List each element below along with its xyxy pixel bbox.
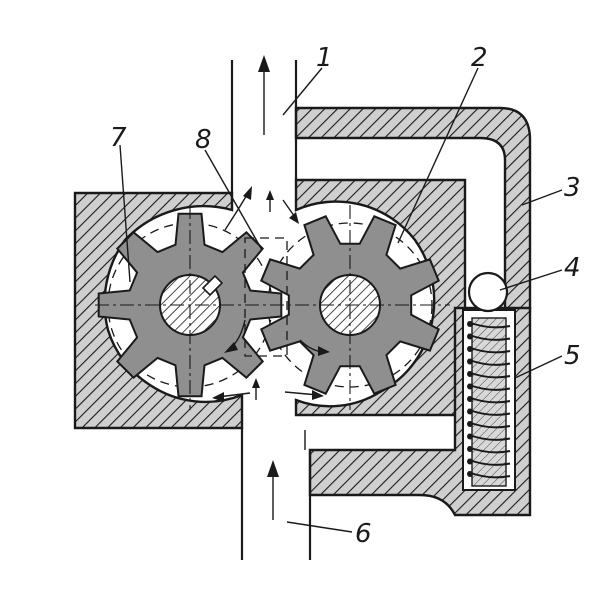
spring-coil-end [467, 446, 473, 452]
spring-coil-end [467, 333, 473, 340]
spring-coil-end [467, 383, 473, 390]
label-7: 7 [110, 123, 127, 153]
spring-coil-end [467, 358, 473, 365]
mesh-zone-8 [244, 237, 288, 357]
spring-coil-end [467, 346, 473, 352]
label-5: 5 [564, 341, 581, 371]
spring-coil-end [467, 408, 473, 415]
housing-right [294, 178, 467, 417]
label-3: 3 [564, 173, 581, 203]
spring-coil-end [467, 371, 473, 377]
spring-coil-end [467, 458, 473, 465]
shaft-key [201, 274, 224, 297]
spring-coil-end [467, 396, 473, 402]
label-2: 2 [471, 43, 488, 73]
housing-left [73, 191, 244, 430]
leader-lines [119, 67, 563, 533]
label-1: 1 [316, 43, 333, 73]
spring-coil-end [467, 433, 473, 440]
spring-coil-end [467, 471, 473, 477]
flow-arrows [212, 55, 330, 520]
spring-5 [467, 317, 511, 487]
center-lines [95, 205, 450, 410]
outlet-pipe [230, 60, 298, 193]
label-4: 4 [564, 253, 581, 283]
spring-coil-end [467, 321, 473, 327]
label-8: 8 [195, 125, 212, 155]
label-6: 6 [355, 519, 372, 549]
valve-ball-4 [467, 271, 509, 313]
spring-coil-end [467, 421, 473, 427]
inlet-pipe [240, 428, 312, 560]
